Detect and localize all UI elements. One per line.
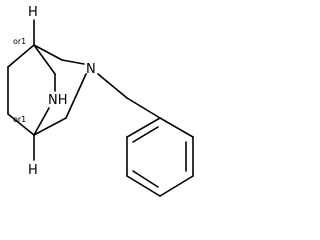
chemical-structure: H H N NH or1 or1 xyxy=(7,5,194,197)
bond-skeleton xyxy=(7,19,161,161)
ring-bond-1 xyxy=(159,117,194,138)
bond-c1-c7 xyxy=(7,44,35,68)
ring-bond-3 xyxy=(159,175,194,197)
bond-c2-n3 xyxy=(61,59,85,65)
stereo-label-bottom: or1 xyxy=(13,115,26,124)
ring-bond-6 xyxy=(126,117,161,138)
bond-nh-c5 xyxy=(33,107,50,136)
atom-h-top: H xyxy=(28,5,38,20)
ring-double-bond-b xyxy=(132,170,159,188)
bond-ch2-phenyl xyxy=(126,97,161,119)
bond-n3-c4 xyxy=(65,73,87,119)
ring-bond-4 xyxy=(126,175,161,197)
bond-n-ch2 xyxy=(97,73,128,99)
ring-double-bond-c xyxy=(132,126,159,143)
atom-h-bottom: H xyxy=(28,163,38,178)
bond-c1-c-bridge xyxy=(33,44,56,75)
atom-tertiary-n: N xyxy=(86,62,96,77)
bond-c4-c5 xyxy=(33,117,67,136)
stereo-label-top: or1 xyxy=(13,37,26,46)
atom-amine-nh: NH xyxy=(48,93,68,108)
bond-c5-c6 xyxy=(7,113,35,136)
phenyl-ring xyxy=(126,117,194,197)
bond-c1-c2 xyxy=(33,44,63,61)
